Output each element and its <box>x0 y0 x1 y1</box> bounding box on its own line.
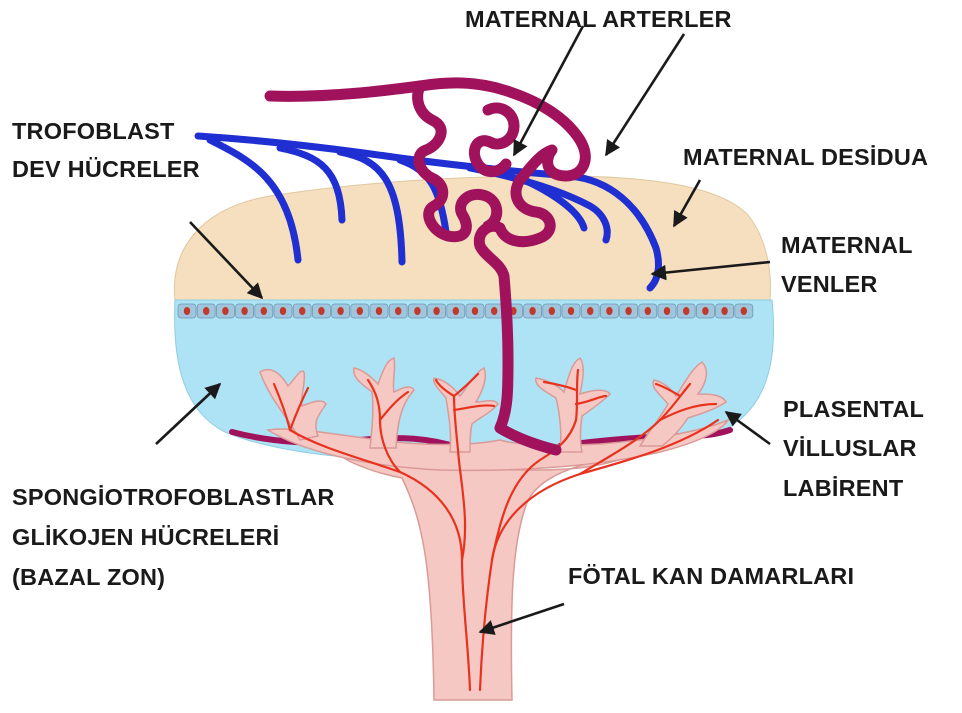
giant-cell-nucleus <box>299 307 305 315</box>
label-spongio-line3: (BAZAL ZON) <box>12 564 165 590</box>
label-maternal-desidua: MATERNAL DESİDUA <box>683 144 928 170</box>
giant-cell-nucleus <box>184 307 190 315</box>
label-maternal-arterler: MATERNAL ARTERLER <box>465 6 732 32</box>
giant-cell-nucleus <box>664 307 670 315</box>
label-fotal-kan-damarlari: FÖTAL KAN DAMARLARI <box>568 563 854 589</box>
label-maternal-venler-line1: MATERNAL <box>781 232 913 258</box>
giant-cell-nucleus <box>741 307 747 315</box>
giant-cell-nucleus <box>529 307 535 315</box>
label-trofoblast-line1: TROFOBLAST <box>12 118 175 144</box>
giant-cell-nucleus <box>433 307 439 315</box>
giant-cell-nucleus <box>491 307 497 315</box>
giant-cell-nucleus <box>645 307 651 315</box>
arrow-plasental <box>726 412 770 444</box>
giant-cell-nucleus <box>453 307 459 315</box>
giant-cell-nucleus <box>472 307 478 315</box>
giant-cell-nucleus <box>683 307 689 315</box>
label-plasental-line3: LABİRENT <box>783 475 904 501</box>
giant-cell-nucleus <box>357 307 363 315</box>
giant-cell-nucleus <box>549 307 555 315</box>
label-maternal-venler-line2: VENLER <box>781 271 878 297</box>
label-plasental-line2: VİLLUSLAR <box>783 435 917 461</box>
giant-cell-nucleus <box>318 307 324 315</box>
label-spongio-line2: GLİKOJEN HÜCRELERİ <box>12 524 279 550</box>
giant-cell-nucleus <box>721 307 727 315</box>
giant-cell-nucleus <box>606 307 612 315</box>
giant-cell-nucleus <box>222 307 228 315</box>
label-spongio-line1: SPONGİOTROFOBLASTLAR <box>12 484 335 510</box>
giant-cell-nucleus <box>395 307 401 315</box>
giant-cell-nucleus <box>702 307 708 315</box>
giant-cell-nucleus <box>376 307 382 315</box>
label-plasental-line1: PLASENTAL <box>783 396 924 422</box>
giant-cell-nucleus <box>280 307 286 315</box>
giant-cell-nucleus <box>414 307 420 315</box>
giant-cell-nucleus <box>203 307 209 315</box>
giant-cell-nucleus <box>337 307 343 315</box>
label-trofoblast-line2: DEV HÜCRELER <box>12 156 200 182</box>
arrow-maternal-arterler-2 <box>606 34 684 155</box>
giant-cell-nucleus <box>568 307 574 315</box>
giant-cell-nucleus <box>587 307 593 315</box>
giant-cell-nucleus <box>261 307 267 315</box>
giant-cell-nucleus <box>241 307 247 315</box>
giant-cell-nucleus <box>625 307 631 315</box>
